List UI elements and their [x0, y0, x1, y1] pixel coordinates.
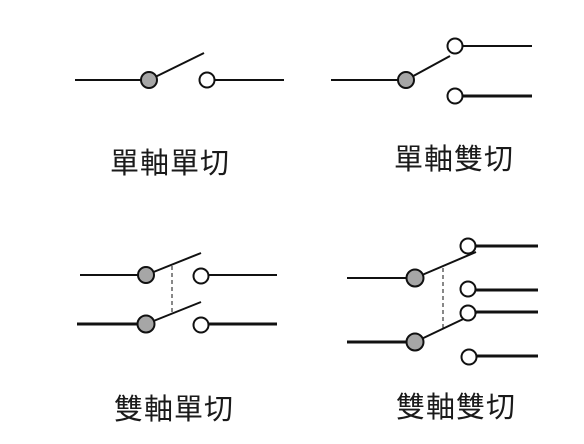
dpdt-contact-1b [459, 280, 477, 298]
spdt-contact-bottom [446, 87, 464, 105]
dpdt-contact-2a [459, 304, 477, 322]
dpdt-contact-2b [460, 348, 478, 366]
dpst-lever-1 [145, 252, 202, 276]
spdt-label: 單軸雙切 [394, 142, 515, 176]
spdt-contact-top [446, 37, 464, 55]
dpdt-contact-1a [459, 237, 477, 255]
dpst-lever-2 [145, 301, 202, 325]
dpst-pivot-1 [137, 266, 155, 284]
spst-contact [198, 71, 216, 89]
spst-label: 單軸單切 [110, 146, 231, 180]
spst-lever [148, 52, 205, 81]
dpdt-pivot-1 [405, 268, 425, 288]
dpst-label: 雙軸單切 [114, 392, 235, 426]
dpst-symbol [77, 252, 277, 334]
spst-pivot [140, 71, 158, 89]
dpdt-symbol [347, 237, 538, 366]
spst-symbol [75, 52, 284, 89]
dpst-pivot-2 [136, 314, 156, 334]
spdt-symbol [331, 37, 532, 105]
dpdt-pivot-2 [405, 332, 425, 352]
dpdt-label: 雙軸雙切 [396, 390, 517, 424]
dpst-contact-1 [192, 267, 210, 285]
spdt-pivot [397, 71, 415, 89]
dpdt-lever-1 [414, 251, 477, 279]
dpst-contact-2 [192, 316, 210, 334]
